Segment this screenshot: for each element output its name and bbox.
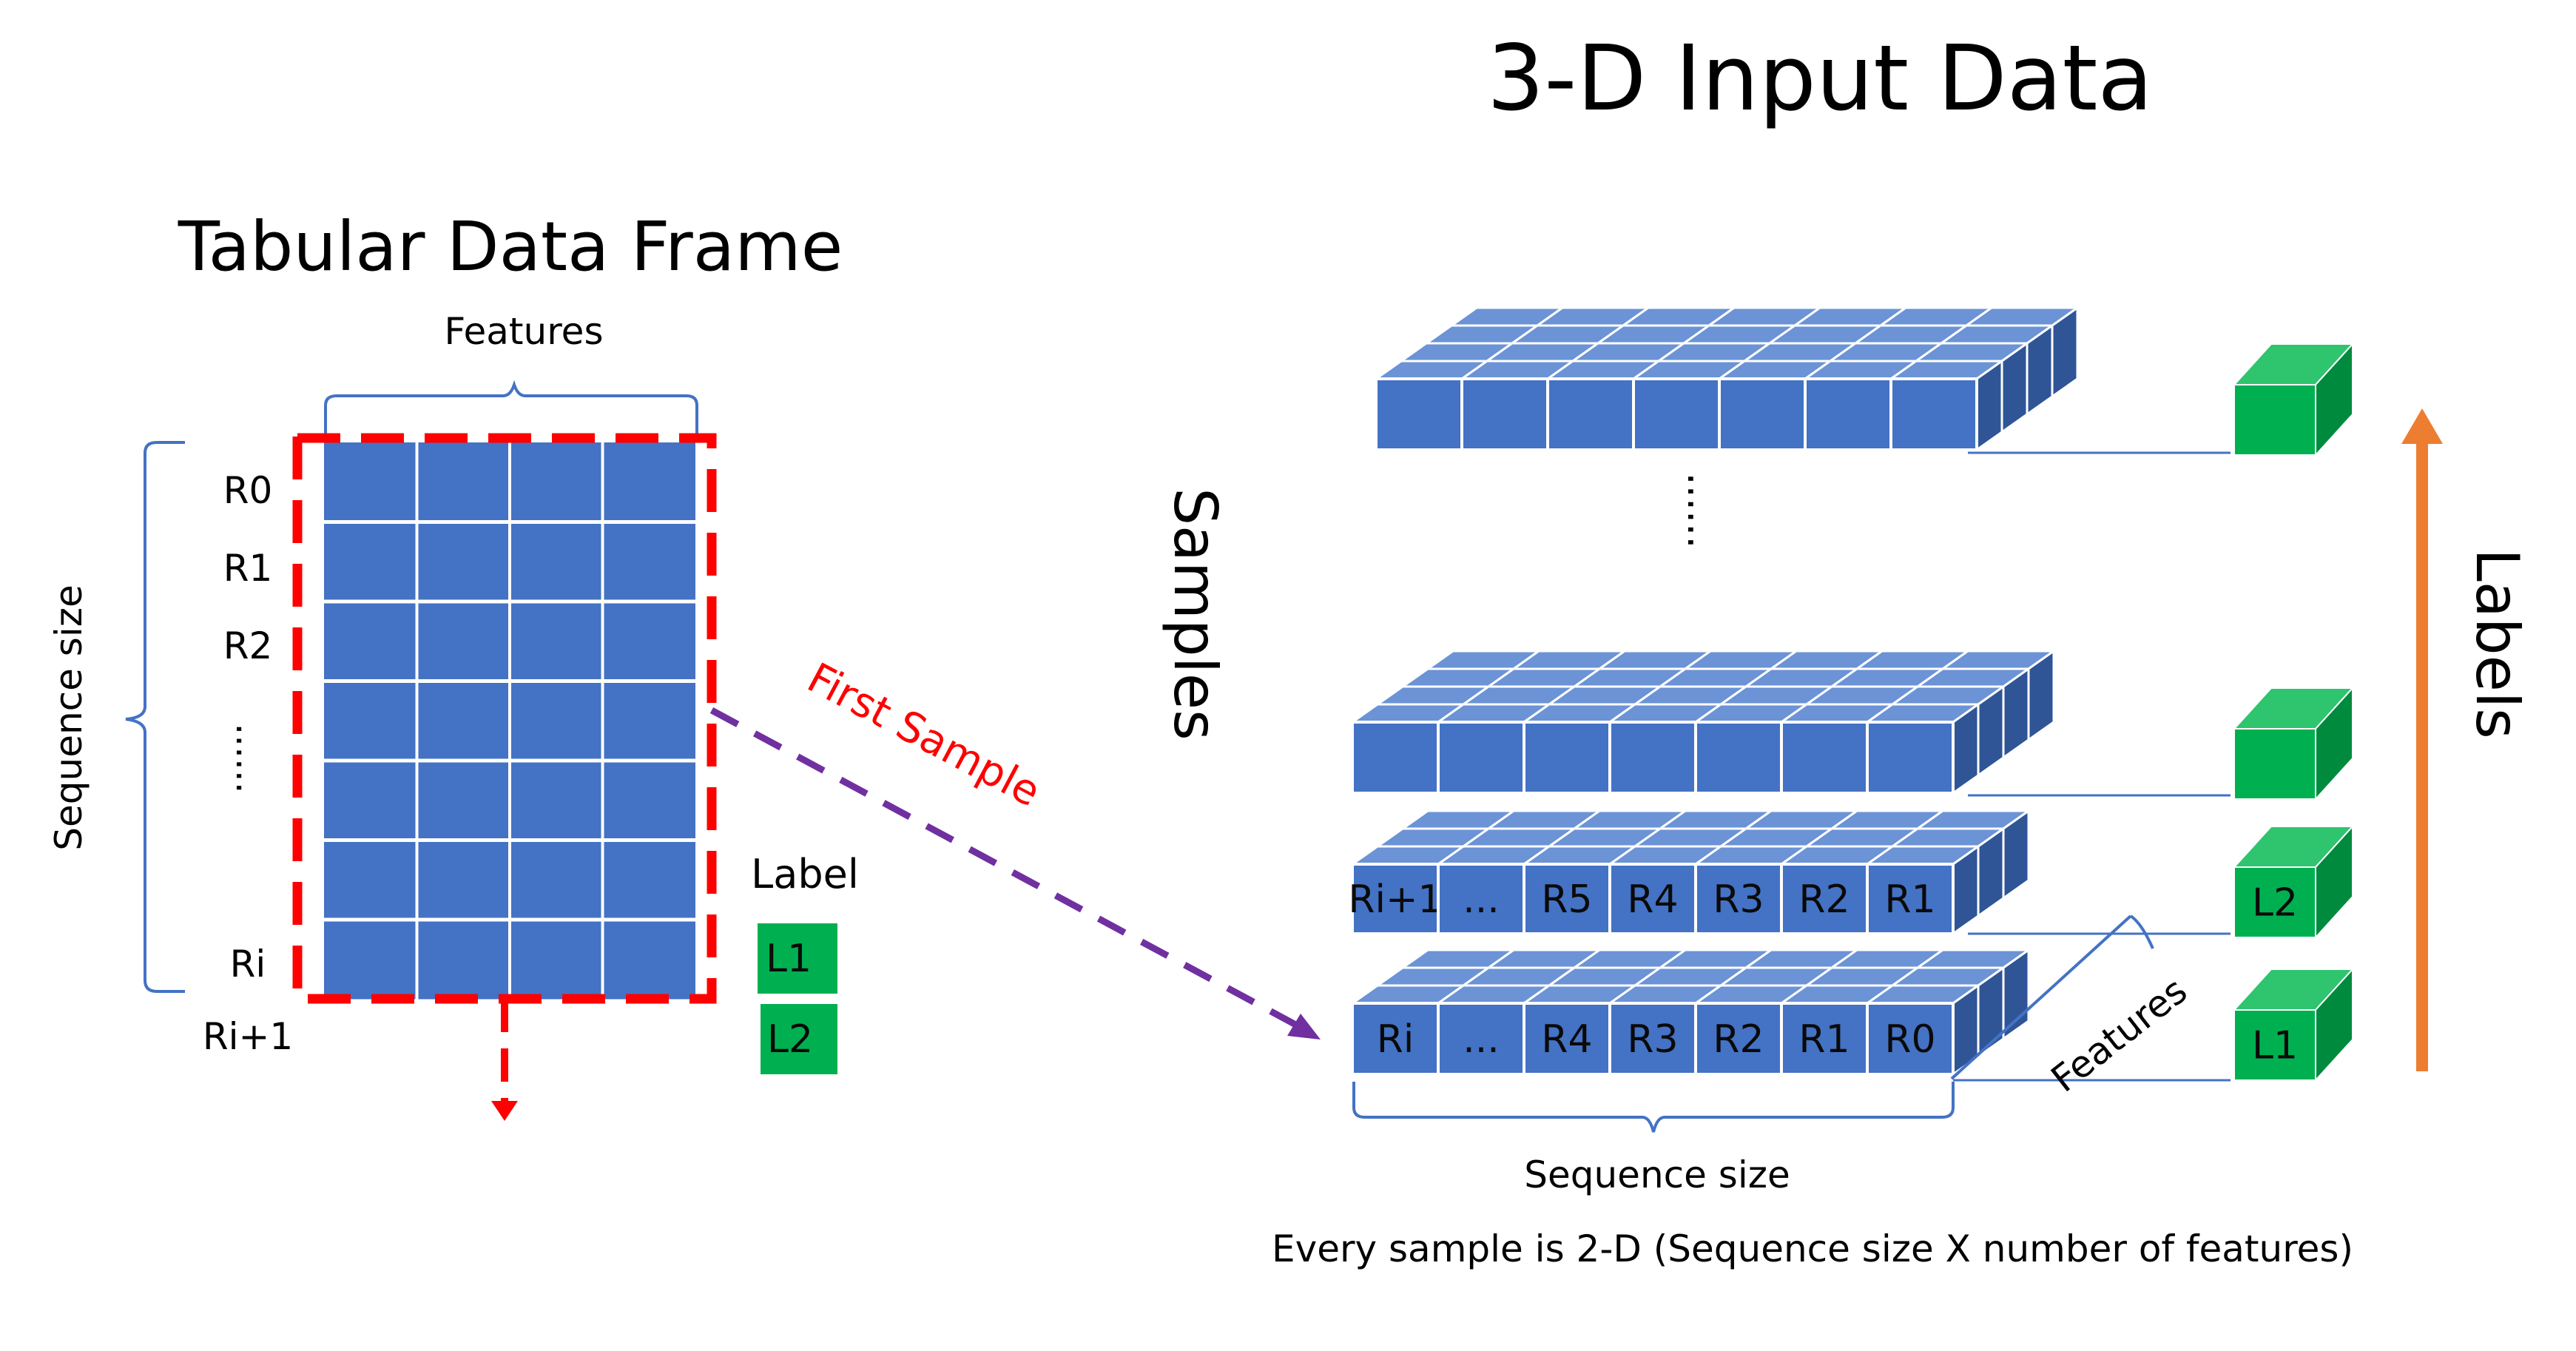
cell-front-face xyxy=(1694,1002,1783,1076)
label-cube-front xyxy=(2233,1009,2316,1081)
row-label: R1 xyxy=(223,547,273,590)
label-connectors xyxy=(1953,451,2231,1082)
labels-arrowhead xyxy=(2401,408,2443,444)
cell-label: Ri xyxy=(1377,1017,1415,1062)
label-box-l2-text: L2 xyxy=(767,1017,813,1062)
label-box-l1-text: L1 xyxy=(766,937,812,981)
row-label: Ri+1 xyxy=(203,1015,293,1058)
label-header: Label xyxy=(751,851,859,897)
cell-front-face xyxy=(1608,1002,1697,1076)
cell-label: R1 xyxy=(1798,1017,1850,1062)
cell-label: R5 xyxy=(1541,877,1592,922)
first-sample-arrowhead xyxy=(1287,1014,1321,1040)
cell-front-face xyxy=(1866,863,1955,935)
cell-label: ... xyxy=(1463,877,1500,922)
cell-front-face xyxy=(1523,863,1611,935)
cell-front-face xyxy=(1351,721,1440,795)
cell-label: R4 xyxy=(1627,877,1678,922)
cell-front-face xyxy=(1780,721,1869,795)
cell-label: R1 xyxy=(1884,877,1935,922)
label-box-l2 xyxy=(761,1004,837,1074)
sequence-label-table: Sequence size xyxy=(47,584,90,850)
sequence-brace xyxy=(125,441,185,993)
cell-front-face xyxy=(1866,1002,1955,1076)
sample-slab-second: Ri+1... R5 R4 R3 R2 R1 xyxy=(1348,809,2032,936)
cell-front-face xyxy=(1523,721,1611,795)
cell-label: R3 xyxy=(1713,877,1764,922)
row-label: ...... xyxy=(228,723,271,793)
cell-front-face xyxy=(1694,721,1783,795)
cell-front-face xyxy=(1632,377,1721,451)
samples-label: Samples xyxy=(1161,488,1230,741)
label-cube-front xyxy=(2233,728,2316,800)
cell-front-face xyxy=(1780,863,1869,935)
cell-label: R2 xyxy=(1713,1017,1764,1062)
cell-front-face xyxy=(1375,377,1463,451)
first-sample-arrow xyxy=(709,707,1312,1035)
features-brace-3d xyxy=(1950,914,2154,1080)
cell-front-face xyxy=(1608,863,1697,935)
cell-front-face xyxy=(1889,377,1978,451)
label-cube-text: L2 xyxy=(2252,881,2298,926)
first-sample-label: First Sample xyxy=(800,654,1048,817)
label-cube-text: L1 xyxy=(2252,1024,2298,1068)
row-label: Ri xyxy=(230,943,266,986)
labels-axis-label: Labels xyxy=(2463,548,2532,739)
label-box-l1 xyxy=(758,923,837,994)
cell-front-face xyxy=(1460,377,1549,451)
slide-down-arrowhead xyxy=(491,1101,518,1121)
cell-label: R0 xyxy=(1884,1017,1935,1062)
table-title: Tabular Data Frame xyxy=(178,207,843,286)
label-cube-front xyxy=(2233,866,2316,938)
cell-label: R4 xyxy=(1541,1017,1592,1062)
tabular-data-frame xyxy=(324,442,695,1000)
cell-front-face xyxy=(1866,721,1955,795)
row-label: R2 xyxy=(223,624,273,667)
sequence-brace-3d xyxy=(1352,1082,1955,1133)
cell-label: R3 xyxy=(1627,1017,1678,1062)
cell-label: ... xyxy=(1463,1017,1500,1062)
features-label-table: Features xyxy=(445,310,604,353)
caption: Every sample is 2-D (Sequence size X num… xyxy=(1272,1227,2353,1270)
cell-label: Ri+1 xyxy=(1348,877,1442,922)
cell-front-face xyxy=(1804,377,1892,451)
sample-slab-first: Ri... R4 R3 R2 R1 R0 xyxy=(1349,948,2032,1077)
sample-slab-top xyxy=(1372,306,2081,452)
slab-ellipsis: ...... xyxy=(1679,473,1725,549)
cell-front-face xyxy=(1437,721,1525,795)
cell-front-face xyxy=(1608,721,1697,795)
cell-front-face xyxy=(1351,1002,1440,1076)
row-label: R0 xyxy=(223,469,273,512)
main-title: 3-D Input Data xyxy=(1487,26,2153,131)
label-cube-front xyxy=(2233,384,2316,456)
cell-front-face xyxy=(1780,1002,1869,1076)
cell-label: R2 xyxy=(1798,877,1850,922)
cell-front-face xyxy=(1351,863,1440,935)
cell-front-face xyxy=(1546,377,1635,451)
sequence-label-3d: Sequence size xyxy=(1524,1153,1790,1196)
features-brace xyxy=(324,380,698,437)
cell-front-face xyxy=(1718,377,1807,451)
sample-slab-middle xyxy=(1349,649,2057,795)
